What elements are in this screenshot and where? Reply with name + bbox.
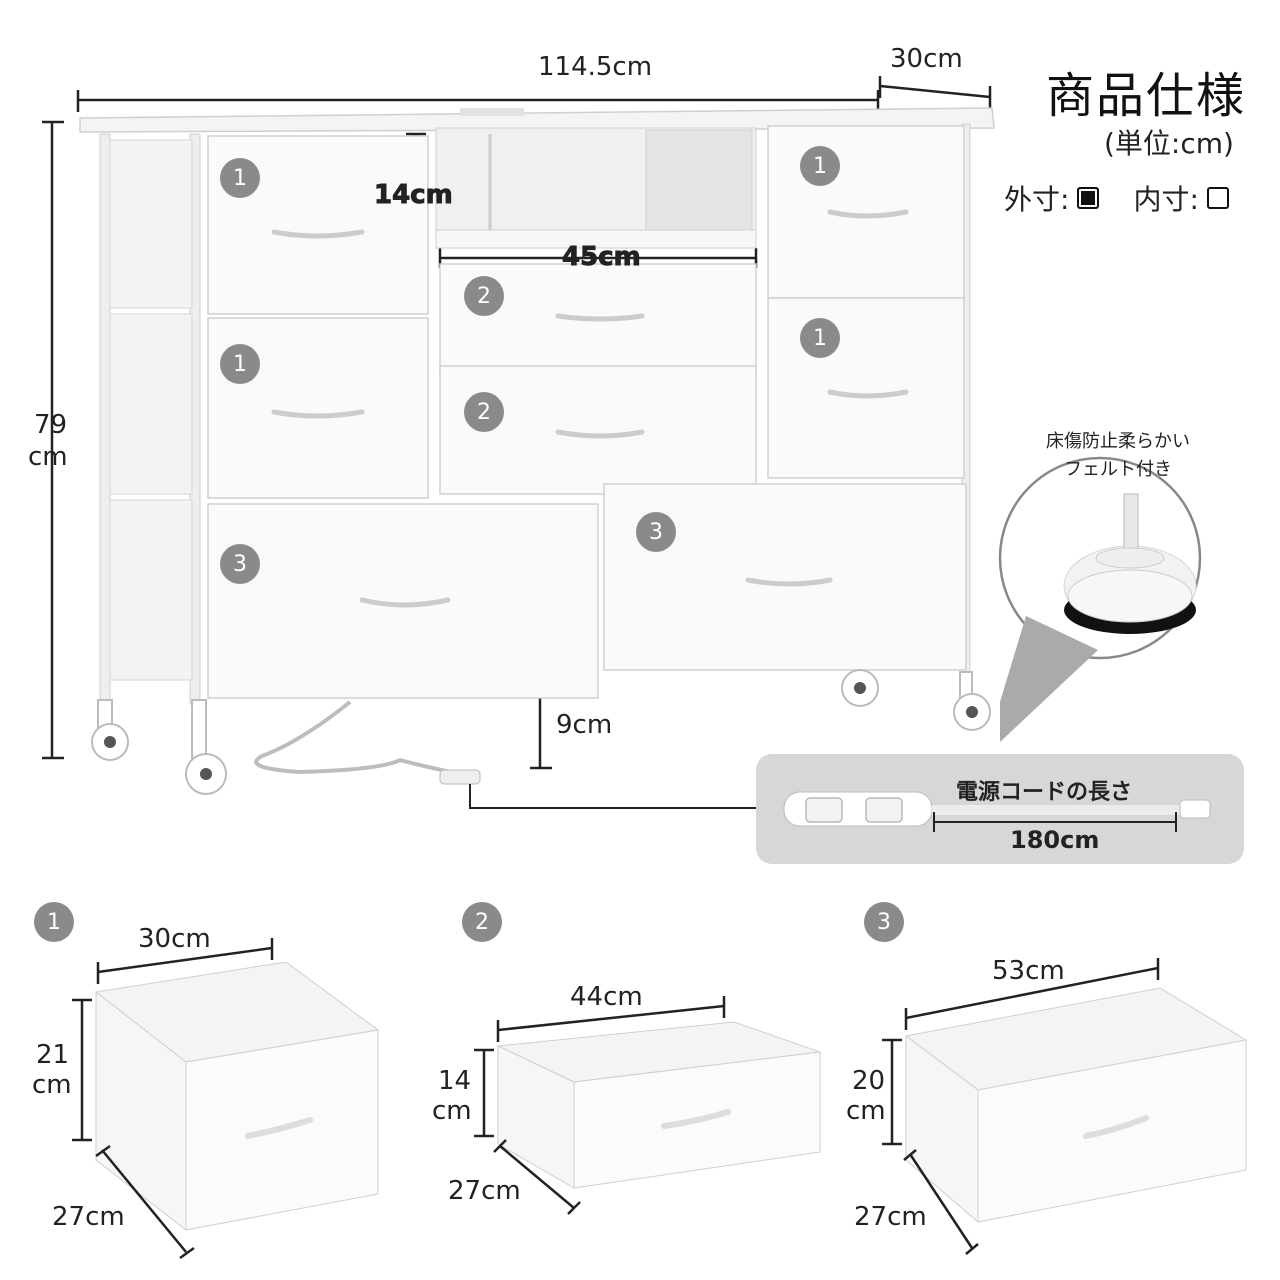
drawer3-height-unit: cm [846,1096,886,1126]
drawer-badge: 2 [464,276,504,316]
height-dimension-value: 79 [34,410,68,440]
drawer1-height-unit: cm [32,1070,72,1100]
clearance-dimension: 9cm [556,710,613,740]
drawer-type-badge: 2 [462,902,502,942]
inner-size-label: 内寸: [1133,183,1199,216]
drawer2-height-value: 14 [438,1066,472,1096]
width-dimension: 114.5cm [538,52,653,82]
drawer2-height-unit: cm [432,1096,472,1126]
cord-length-label: 電源コードの長さ [956,780,1133,805]
drawer1-width: 30cm [138,924,211,954]
drawer-badge: 1 [220,344,260,384]
shelf-width-dimension: 45cm [562,242,642,273]
cubby-height-dimension: 14cm [374,180,454,211]
drawer-badge: 3 [220,544,260,584]
spec-title: 商品仕様 [1046,68,1247,124]
filled-square-icon [1077,187,1100,209]
spec-unit: (単位:cm) [1104,127,1234,160]
drawer3-width: 53cm [992,956,1065,986]
empty-square-icon [1206,187,1229,209]
felt-caption-line1: 床傷防止柔らかい [1046,431,1190,452]
drawer3-depth: 27cm [854,1202,927,1232]
drawer2-width: 44cm [570,982,643,1012]
drawer-type-badge: 3 [864,902,904,942]
drawer2-depth: 27cm [448,1176,521,1206]
drawer1-height-value: 21 [36,1040,70,1070]
outer-size-label: 外寸: [1004,183,1070,216]
felt-caption-line2: フェルト付き [1064,459,1172,480]
power-strip-icon [783,791,1211,832]
drawer-badge: 1 [800,146,840,186]
drawer-illustrations [72,938,1248,1260]
height-dimension-unit: cm [28,442,68,472]
drawer-type-badge: 1 [34,902,74,942]
drawer3-height-value: 20 [852,1066,886,1096]
felt-caption: 床傷防止柔らかい フェルト付き [1024,428,1212,484]
depth-dimension: 30cm [890,44,963,74]
drawer-badge: 1 [800,318,840,358]
drawer1-depth: 27cm [52,1202,125,1232]
drawer-badge: 2 [464,392,504,432]
cord-length-value: 180cm [1010,826,1100,854]
spec-legend: 外寸: 内寸: [1004,178,1229,218]
drawer-badge: 3 [636,512,676,552]
drawer-badge: 1 [220,158,260,198]
